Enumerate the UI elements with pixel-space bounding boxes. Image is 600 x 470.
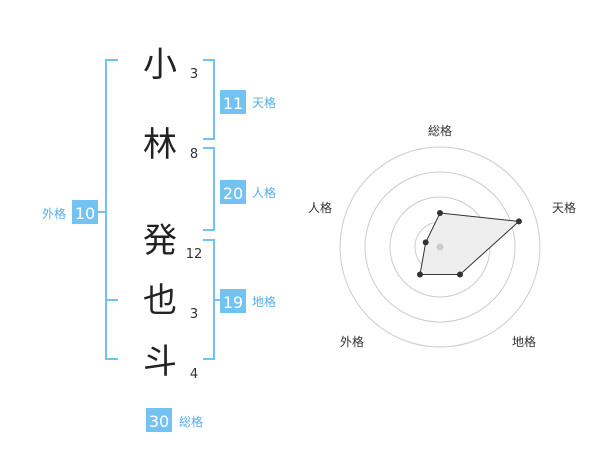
stroke-count-1: 3 bbox=[190, 67, 198, 82]
radar-grid-ring-3 bbox=[364, 171, 516, 323]
stroke-counts: 3 8 12 3 4 bbox=[186, 67, 203, 382]
stroke-count-4: 3 bbox=[190, 307, 198, 322]
tenkaku-value: 11 bbox=[223, 94, 243, 113]
tenkaku-label: 天格 bbox=[252, 95, 276, 110]
radar-point-soukaku bbox=[437, 210, 443, 216]
tenkaku-bracket bbox=[203, 59, 215, 140]
radar-label-jinkaku: 人格 bbox=[308, 200, 332, 215]
radar-axis-labels: 総格 天格 地格 外格 人格 bbox=[308, 123, 576, 349]
stroke-count-3: 12 bbox=[186, 247, 203, 262]
chikaku-bracket bbox=[203, 239, 215, 360]
gaikaku-value: 10 bbox=[75, 204, 95, 223]
name-char-1: 小 bbox=[143, 45, 177, 85]
radar-chart: 総格 天格 地格 外格 人格 bbox=[308, 123, 576, 349]
stroke-count-2: 8 bbox=[190, 147, 198, 162]
soukaku-label: 総格 bbox=[179, 414, 203, 429]
radar-point-tenkaku bbox=[515, 218, 522, 225]
jinkaku-value-box bbox=[220, 180, 246, 204]
radar-grid-rings bbox=[339, 146, 541, 348]
fortune-boxes: 外格 10 11 天格 20 人格 19 地格 30 総格 bbox=[42, 90, 276, 432]
radar-center-dot bbox=[436, 243, 444, 251]
soukaku-value: 30 bbox=[149, 412, 169, 431]
gaikaku-label: 外格 bbox=[42, 206, 66, 221]
name-char-4: 也 bbox=[143, 281, 177, 321]
gaikaku-bracket bbox=[105, 59, 118, 360]
radar-label-gaikaku: 外格 bbox=[340, 334, 364, 349]
radar-label-tenkaku: 天格 bbox=[552, 200, 576, 215]
radar-point-gaikaku bbox=[417, 271, 423, 278]
radar-point-chikaku bbox=[457, 271, 463, 278]
name-char-3: 発 bbox=[143, 221, 177, 261]
name-char-5: 斗 bbox=[143, 342, 177, 382]
radar-label-chikaku: 地格 bbox=[512, 334, 536, 349]
radar-grid-ring-4 bbox=[339, 146, 541, 348]
chikaku-label: 地格 bbox=[252, 294, 276, 309]
gaikaku-value-box bbox=[72, 200, 98, 224]
radar-score-polygon bbox=[419, 212, 521, 275]
bracket-lines bbox=[98, 59, 222, 360]
chikaku-value: 19 bbox=[223, 293, 243, 312]
radar-point-jinkaku bbox=[422, 239, 429, 246]
jinkaku-bracket bbox=[203, 147, 215, 231]
chikaku-value-box bbox=[220, 289, 246, 313]
stroke-count-5: 4 bbox=[190, 367, 198, 382]
jinkaku-value: 20 bbox=[223, 184, 243, 203]
tenkaku-value-box bbox=[220, 90, 246, 114]
soukaku-value-box bbox=[146, 408, 172, 432]
radar-score-points bbox=[417, 210, 522, 278]
radar-label-soukaku: 総格 bbox=[428, 123, 452, 138]
jinkaku-label: 人格 bbox=[252, 185, 276, 200]
name-char-2: 林 bbox=[143, 125, 177, 165]
name-characters: 小 林 発 也 斗 bbox=[143, 45, 177, 382]
